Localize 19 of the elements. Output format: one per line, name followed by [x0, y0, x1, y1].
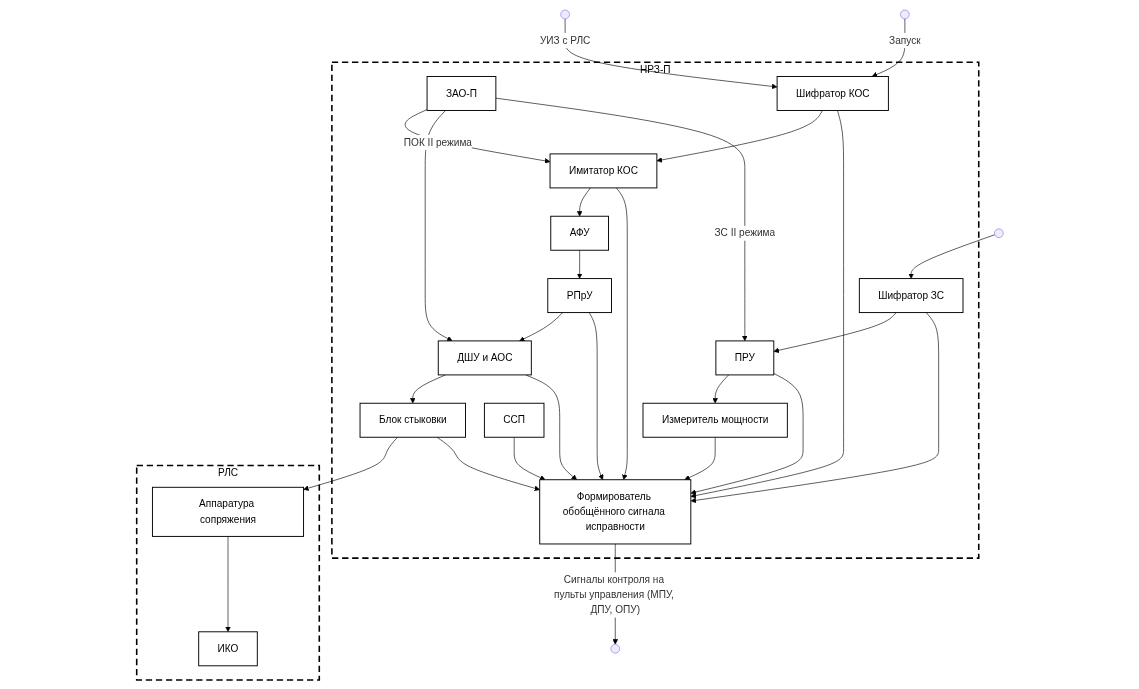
edge-label: ПОК II режима — [403, 136, 472, 147]
node-box: ЗАО-П — [426, 75, 496, 111]
node-box: Блок стыковки — [359, 402, 466, 438]
edge-label: Сигналы контроля на пульты управления (МПУ, ДПУ, ОПУ) — [553, 573, 674, 615]
node-box: Шифратор ЗС — [858, 277, 963, 313]
node-box: Формирователь обобщённого сигнала исправности — [538, 478, 691, 544]
node-box: ДШУ и АОС — [437, 339, 532, 375]
node-box: ИКО — [197, 630, 258, 666]
node-box: Аппаратура сопряжения — [151, 486, 304, 537]
node-box: ПРУ — [714, 339, 774, 375]
node-box: Измеритель мощности — [642, 402, 788, 438]
edge-label: УИЗ с РЛС — [539, 34, 590, 46]
edge-label: ЗС II режима — [714, 227, 775, 238]
edge-label: Запуск — [888, 34, 921, 46]
node-box: Имитатор КОС — [549, 152, 657, 188]
node-box: АФУ — [549, 215, 609, 251]
node-box: РПрУ — [546, 277, 612, 313]
node-box: Шифратор КОС — [776, 75, 889, 111]
node-box: ССП — [483, 402, 544, 438]
